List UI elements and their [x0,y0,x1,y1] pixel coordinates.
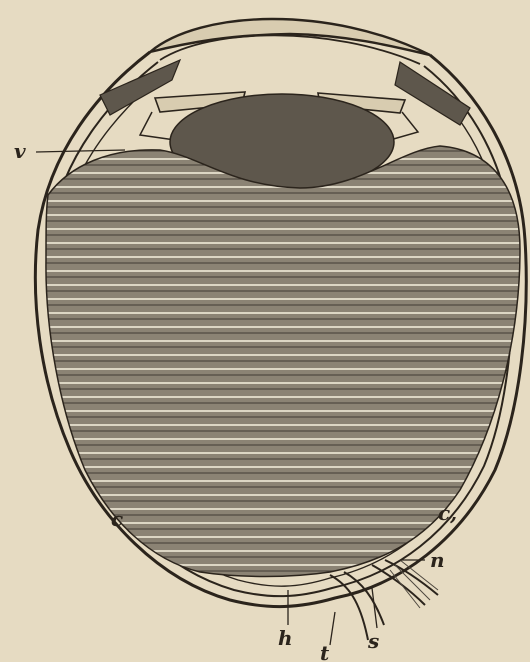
ciliary-body-right [395,62,470,125]
label-c: c [111,507,123,531]
label-n: n [430,548,445,572]
label-c1: c, [438,501,457,525]
label-v: v [14,139,26,163]
label-t: t [320,641,330,662]
vitreous-humour [0,140,530,600]
suspensory-ligament-left [140,112,175,140]
optic-nerve-sheath [330,560,438,640]
suspensory-ligament-right [390,112,418,140]
leader-t [330,612,335,645]
label-s: s [367,629,379,653]
cornea [150,19,430,55]
label-h: h [278,626,293,650]
